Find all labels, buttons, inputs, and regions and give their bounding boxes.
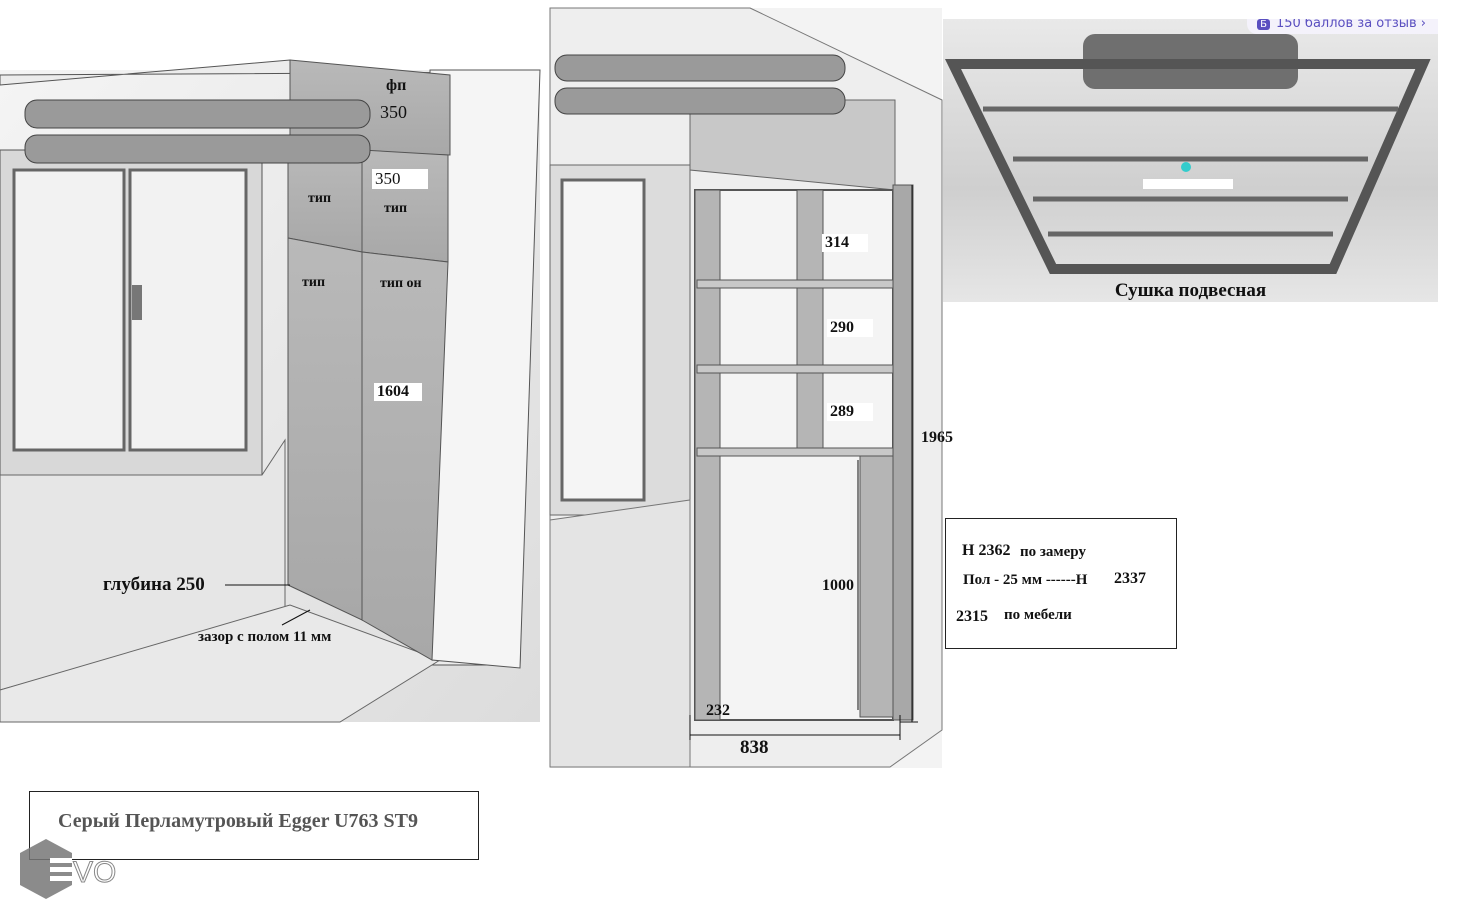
bonus-icon: Б: [1257, 19, 1270, 30]
label-width: 838: [740, 737, 769, 758]
chevron-right-icon: ›: [1420, 19, 1426, 31]
label-upper-right-height: 350: [372, 169, 428, 189]
note-line3-value: 2315: [956, 608, 988, 625]
note-line1-value: H 2362: [962, 542, 1011, 559]
label-depth-right: 232: [706, 702, 730, 719]
note-line1-text: по замеру: [1020, 544, 1086, 560]
label-floor-gap: зазор с полом 11 мм: [198, 629, 332, 645]
label-lower-left: тип: [302, 275, 326, 290]
label-shelf3: 289: [827, 403, 873, 421]
note-line2: Пол - 25 мм ------H: [963, 572, 1088, 588]
evo-logo-text: VO: [73, 856, 116, 889]
label-depth: глубина 250: [103, 574, 205, 595]
label-upper-left: тип: [308, 191, 332, 206]
label-fp: фп: [386, 77, 407, 94]
note-line3-text: по мебели: [1004, 607, 1072, 623]
ceiling-dryer-image: [944, 34, 1431, 274]
right-view: [549, 7, 943, 768]
label-upper-right: тип: [384, 201, 408, 216]
label-lower: 1000: [822, 577, 854, 594]
height-notes-box: H 2362 по замеру Пол - 25 мм ------H 233…: [945, 518, 1177, 649]
label-lower-right: тип он: [380, 276, 422, 291]
photo-caption: Сушка подвесная: [1114, 280, 1267, 301]
note-line2-value: 2337: [1114, 570, 1146, 587]
label-top-depth: 350: [380, 102, 407, 122]
label-lower-height: 1604: [374, 383, 422, 401]
review-points-badge[interactable]: Б 150 баллов за отзыв ›: [1247, 19, 1438, 34]
evo-logo: VO: [20, 839, 117, 899]
label-shelf1: 314: [822, 234, 868, 252]
label-shelf2: 290: [827, 319, 873, 337]
badge-text: 150 баллов за отзыв: [1275, 19, 1417, 31]
label-total-height: 1965: [921, 429, 953, 446]
material-label-box: Серый Перламутровый Egger U763 ST9: [29, 791, 479, 860]
dryer-photo: Б 150 баллов за отзыв › Сушка подвесная: [943, 19, 1438, 302]
left-view: [0, 59, 541, 723]
material-name: Серый Перламутровый Egger U763 ST9: [58, 810, 418, 832]
